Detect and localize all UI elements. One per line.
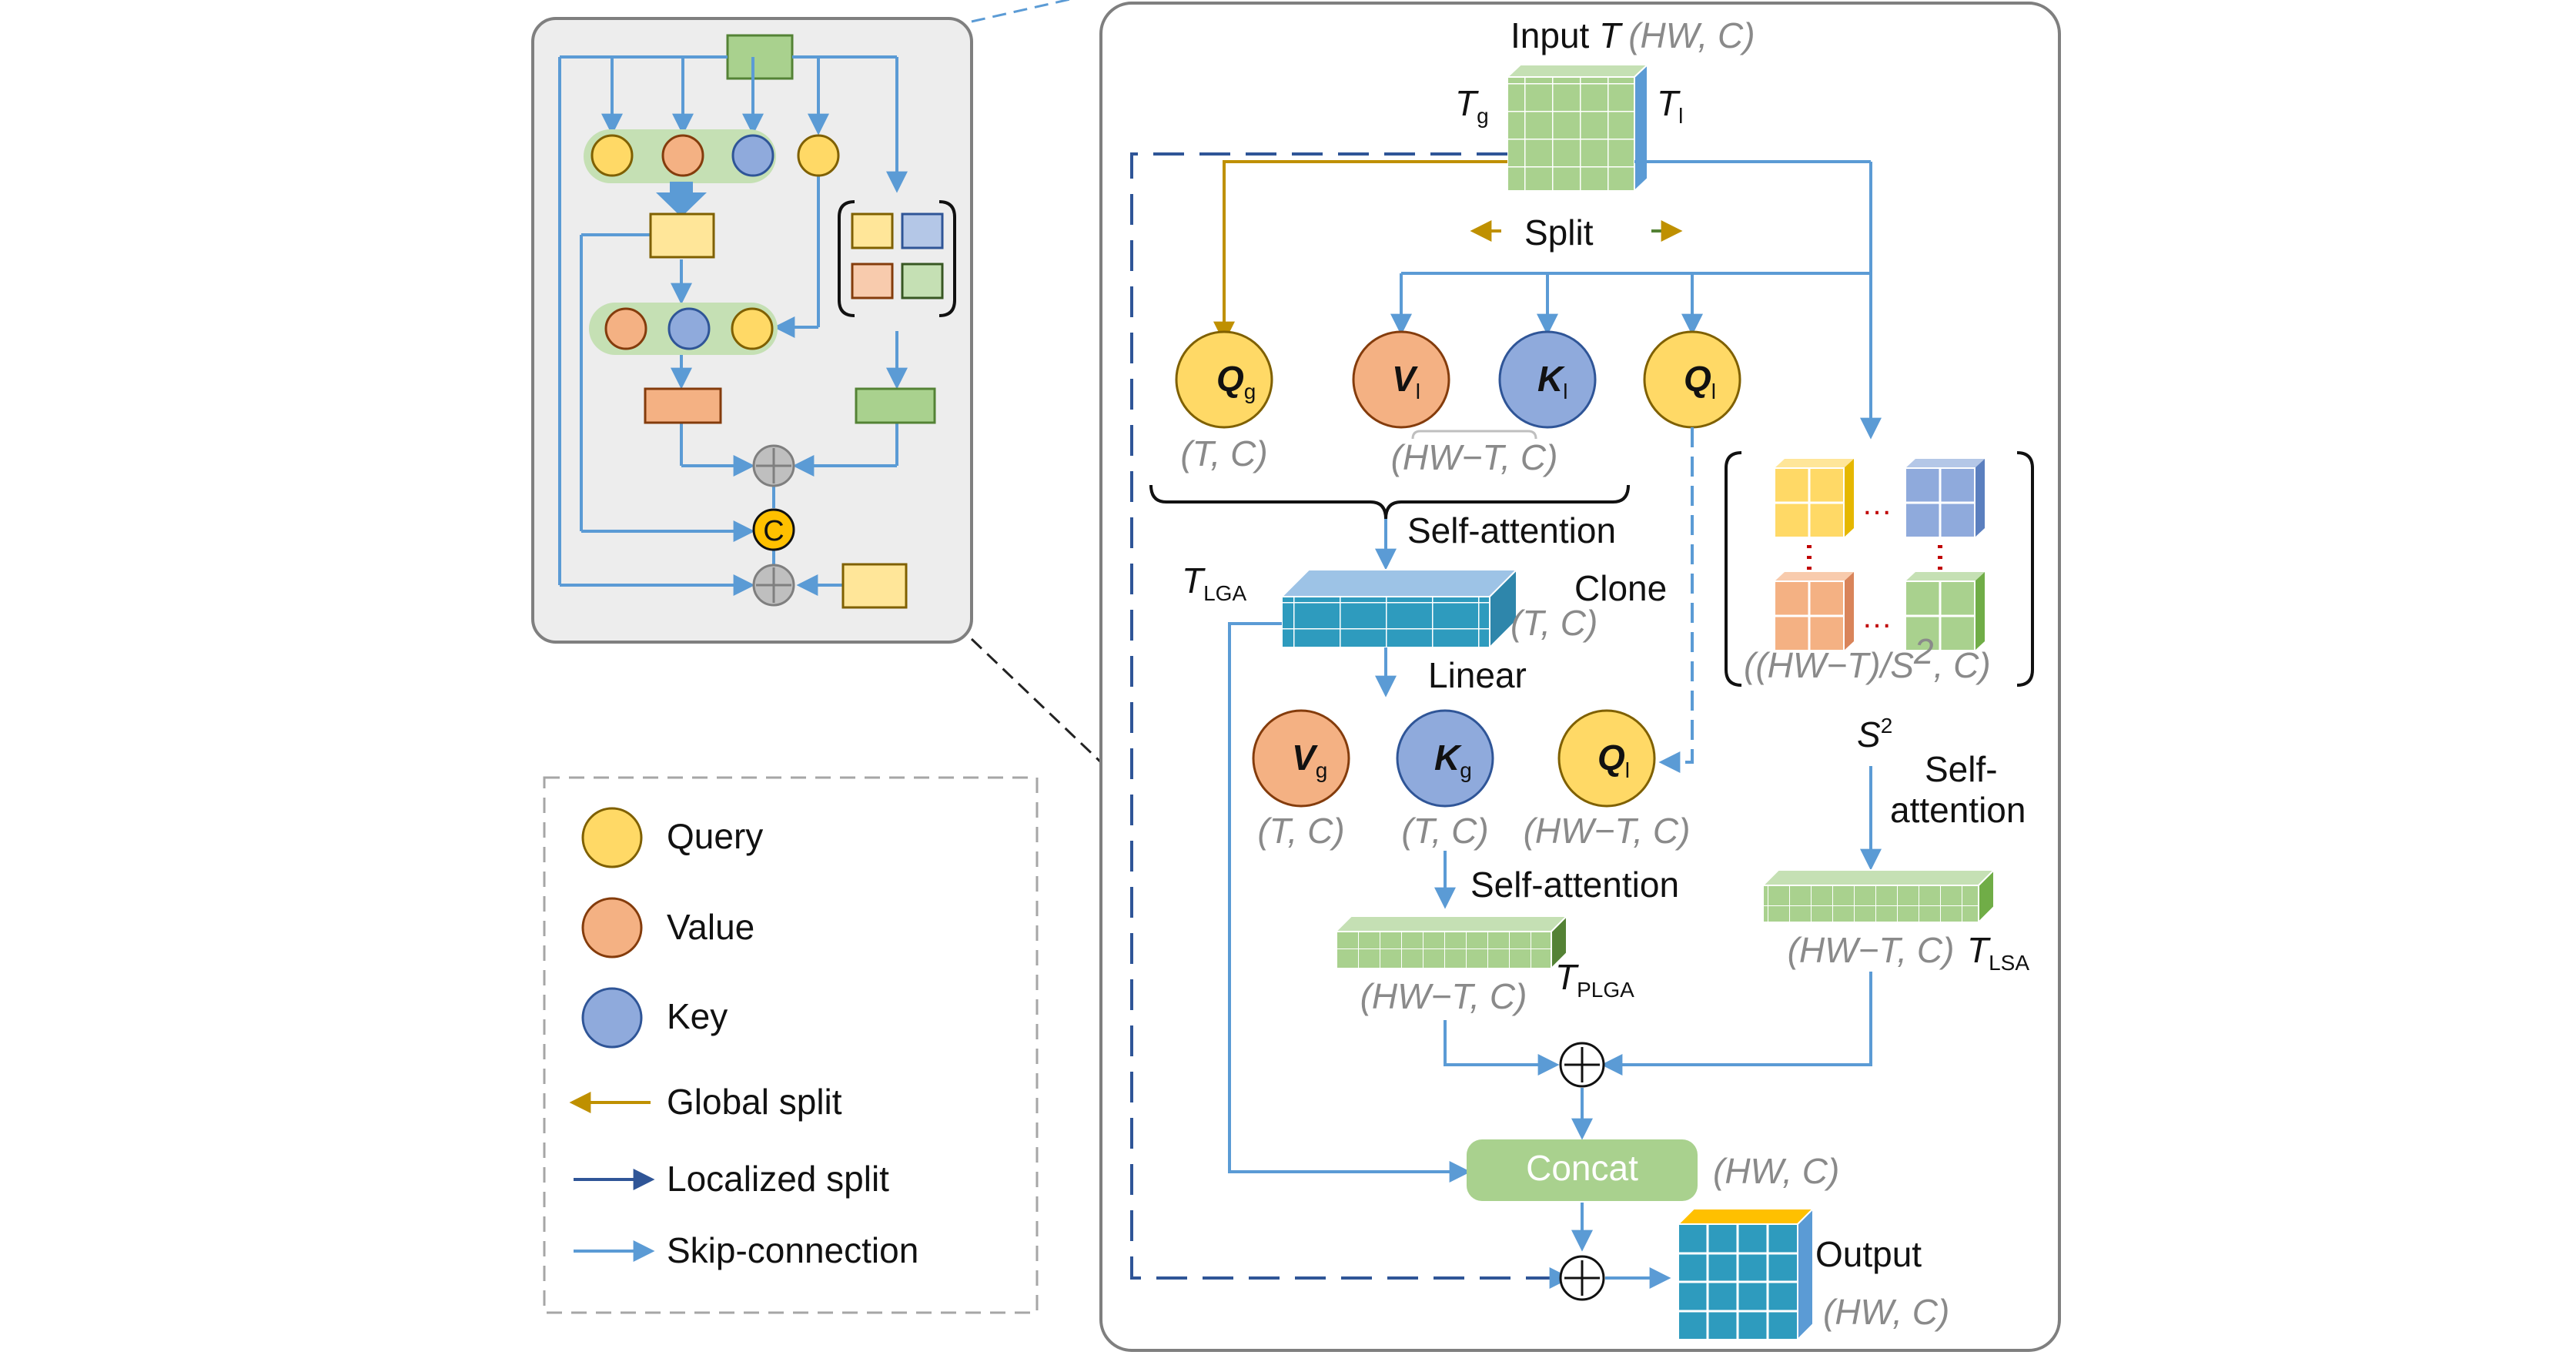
legend-query-label: Query [667, 816, 763, 856]
split-label: Split [1524, 212, 1594, 253]
legend-query-icon [581, 807, 643, 868]
overview-add-icon-1 [752, 444, 795, 487]
lga-dim: (T, C) [1510, 603, 1597, 643]
self-attention-label-1: Self-attention [1407, 510, 1616, 550]
legend: Query Value Key Global split Localized s… [543, 776, 1039, 1314]
key-local-label: Kl [1537, 359, 1567, 403]
svg-text:C: C [763, 515, 784, 547]
value-global-dim: (T, C) [1257, 811, 1344, 851]
value-global-label: Vg [1292, 738, 1327, 782]
query-global-dim: (T, C) [1180, 433, 1267, 473]
concat-dim: (HW, C) [1713, 1151, 1839, 1191]
legend-global-split-label: Global split [667, 1082, 842, 1122]
t-plga-label: TPLGA [1555, 957, 1634, 1002]
concat-block [1467, 1139, 1698, 1201]
output-cube [1676, 1206, 1815, 1342]
plga-token-block [1333, 914, 1569, 971]
key-local-node [1498, 330, 1597, 429]
key-global-label: Kg [1434, 738, 1472, 782]
lsa-token-block [1761, 868, 1996, 925]
add-node-1 [1559, 1042, 1605, 1088]
query-local-label-2: Ql [1597, 738, 1630, 782]
key-global-node [1396, 709, 1494, 808]
concat-label: Concat [1526, 1148, 1638, 1188]
query-local-label: Ql [1684, 359, 1716, 403]
lsa-dim: (HW−T, C) [1788, 930, 1955, 970]
value-local-node [1352, 330, 1450, 429]
self-attention-label-3b: attention [1890, 790, 2026, 830]
s2-label: S2 [1857, 714, 1892, 754]
query-global-node [1175, 330, 1273, 429]
plga-dim: (HW−T, C) [1360, 976, 1527, 1016]
clone-label: Clone [1574, 568, 1667, 608]
skip-connection-dashed [1130, 152, 1571, 1289]
legend-skip-label: Skip-connection [667, 1230, 918, 1270]
legend-value-label: Value [667, 907, 754, 947]
overview-add-icon-2 [752, 564, 795, 607]
window-cube-yellow [1774, 459, 1854, 538]
add-node-2 [1559, 1255, 1605, 1301]
linear-label: Linear [1428, 655, 1527, 695]
window-cube-blue [1905, 459, 1985, 538]
overview-input-block [726, 34, 794, 80]
legend-key-label: Key [667, 996, 728, 1036]
value-global-node [1252, 709, 1350, 808]
t-lga-label: TLGA [1182, 560, 1246, 605]
dots-h-2: … [1862, 601, 1892, 634]
legend-value-icon [581, 897, 643, 959]
windows-dim: ((HW−T)/S2, C) [1744, 631, 1991, 685]
legend-localized-split-label: Localized split [667, 1159, 889, 1199]
query-global-label: Qg [1216, 359, 1256, 403]
main-panel: Input T(HW, C) Tg Tl Split Qg (T [1099, 2, 2061, 1352]
output-label: Output [1815, 1234, 1922, 1274]
input-cube [1505, 62, 1650, 193]
window-cube-orange [1774, 572, 1854, 651]
key-global-dim: (T, C) [1401, 811, 1488, 851]
lga-token-block [1280, 567, 1519, 650]
legend-key-icon [581, 987, 643, 1049]
input-title: Input T(HW, C) [1510, 15, 1755, 55]
self-attention-label-3a: Self- [1925, 749, 1998, 789]
query-local-dim-2: (HW−T, C) [1524, 811, 1691, 851]
t-lsa-label: TLSA [1967, 930, 2029, 975]
query-local-node-2 [1557, 709, 1656, 808]
dots-h-1: … [1862, 487, 1892, 521]
window-cube-green [1905, 572, 1985, 651]
overview-concat-icon: C [752, 508, 795, 551]
vk-local-dim: (HW−T, C) [1391, 437, 1558, 477]
t-l-label: Tl [1657, 83, 1683, 128]
output-dim: (HW, C) [1823, 1292, 1949, 1332]
t-g-label: Tg [1455, 83, 1489, 128]
value-local-label: Vl [1392, 359, 1420, 403]
overview-panel: C [531, 0, 1102, 764]
self-attention-label-2: Self-attention [1470, 865, 1679, 905]
